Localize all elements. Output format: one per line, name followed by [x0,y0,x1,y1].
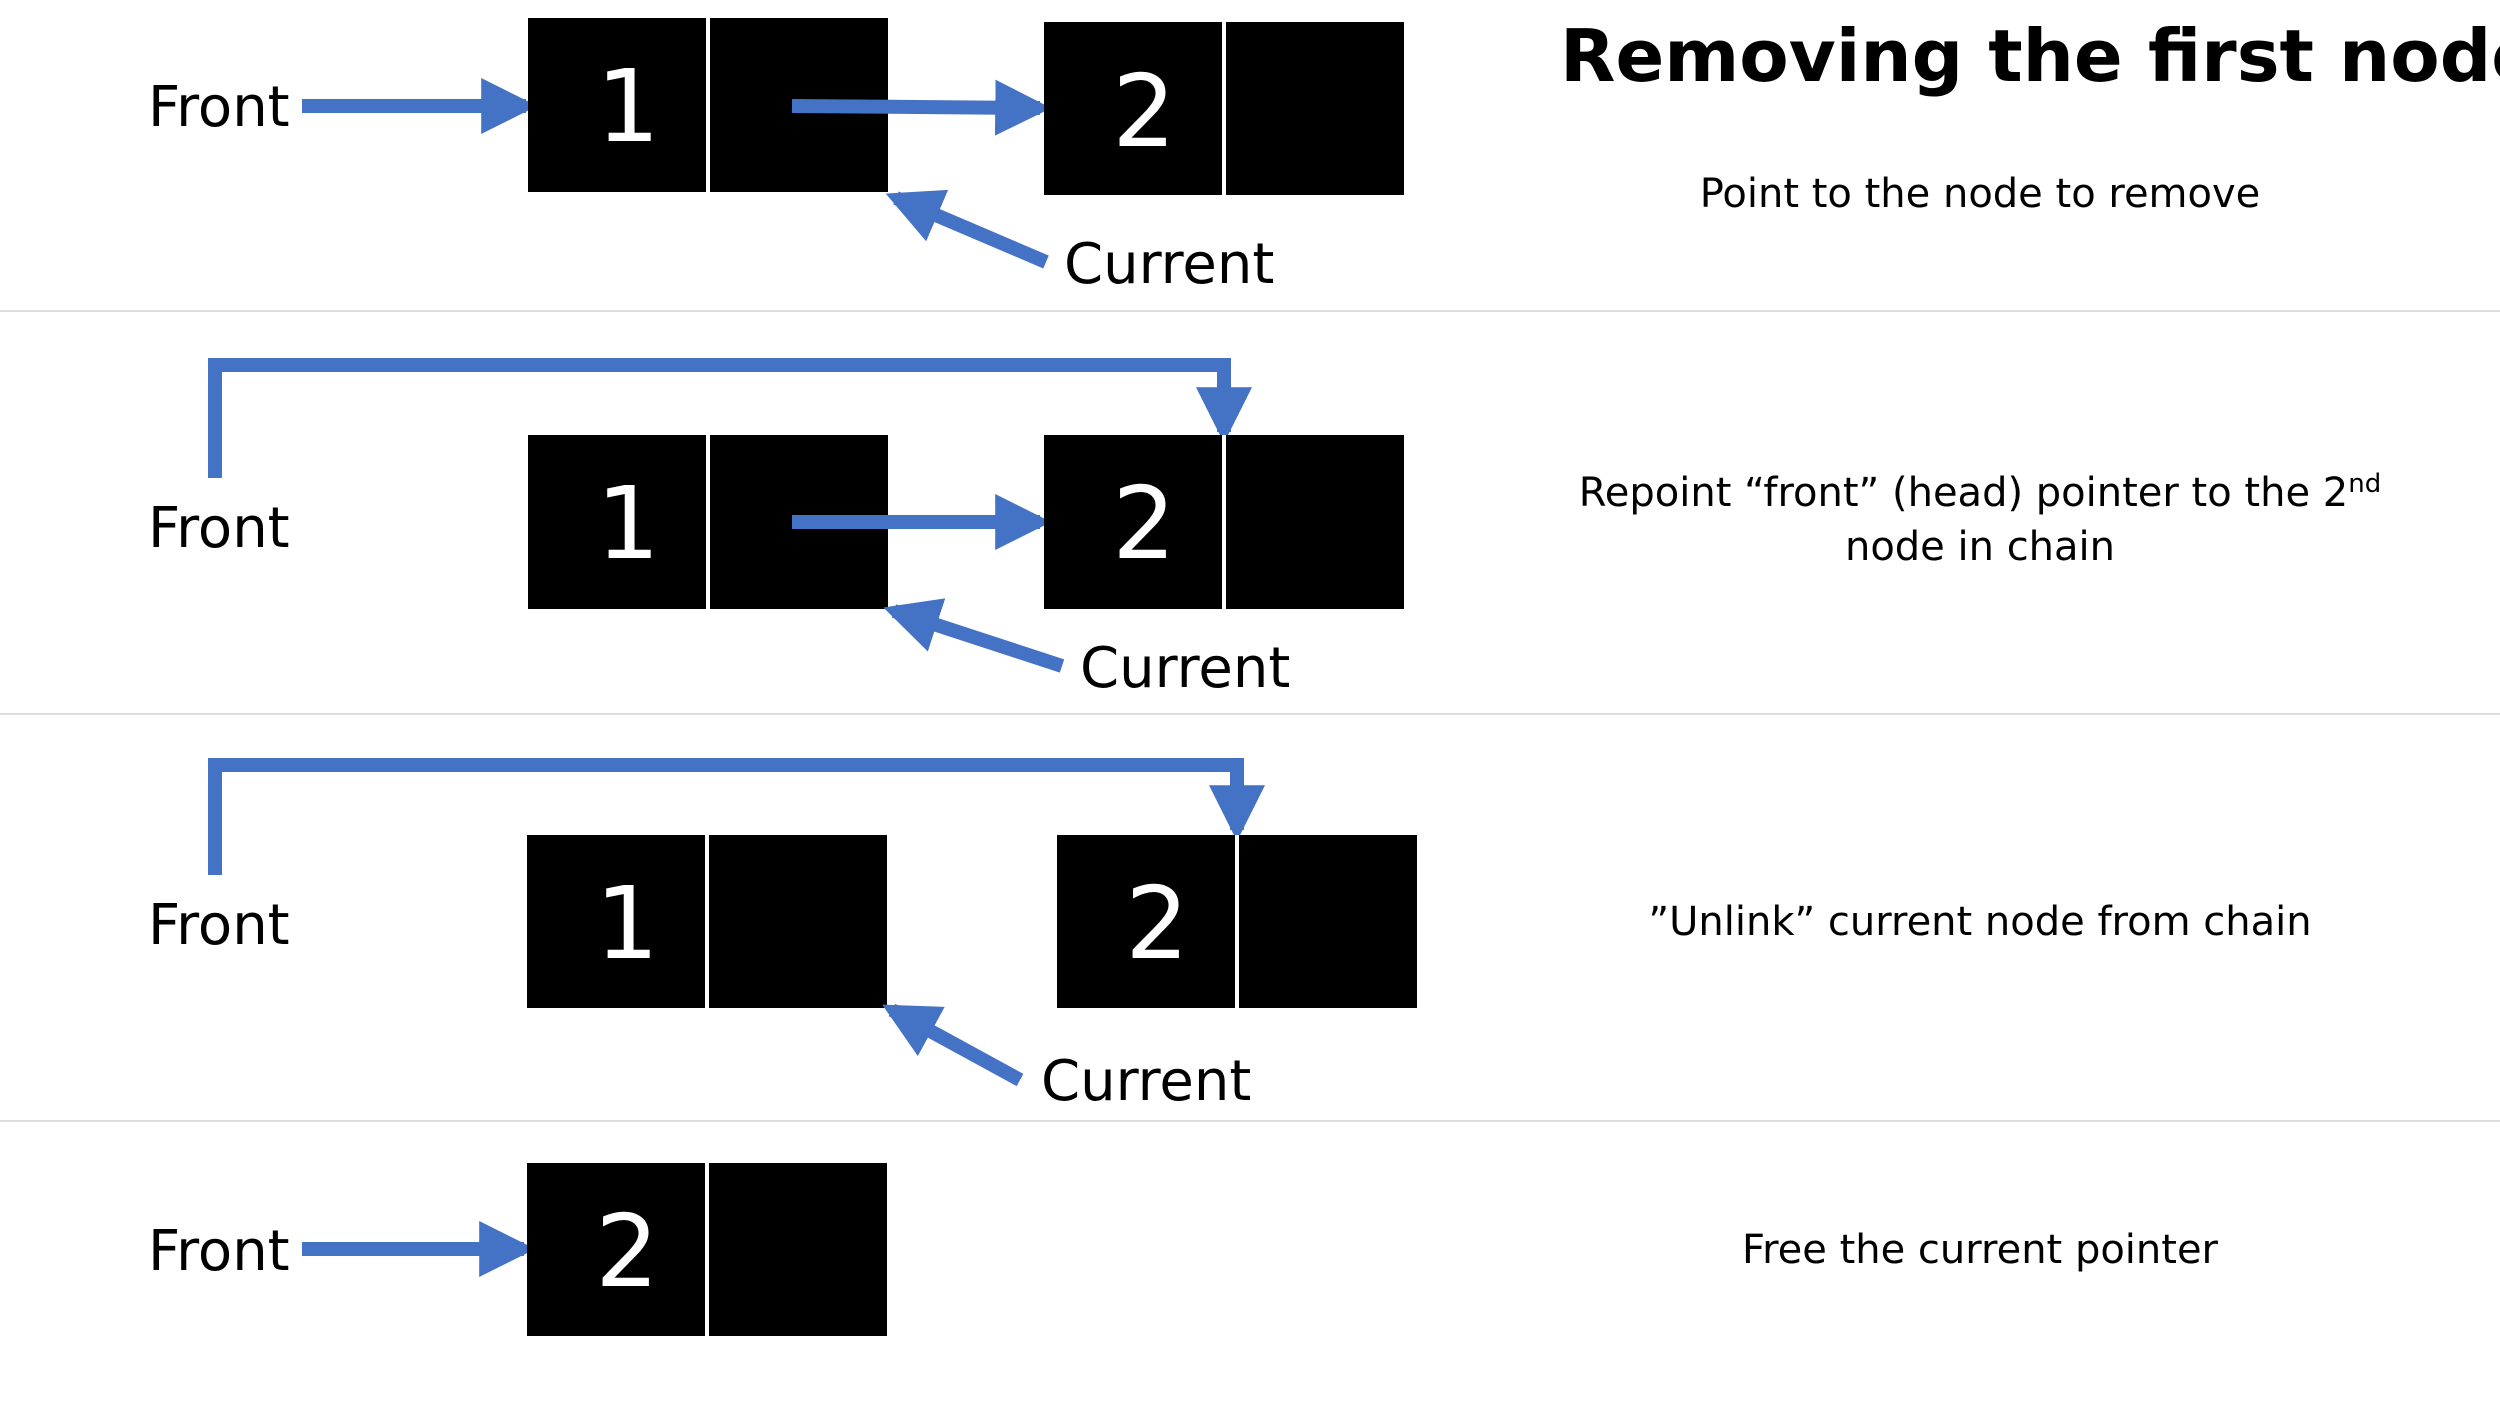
front-pointer-arrow [208,358,1252,478]
front-label: Front [148,75,290,140]
step-2: Front 1 2 Current [148,358,1404,701]
caption-line-2: node in chain [1844,524,2116,570]
node-value: 1 [595,865,659,982]
front-label: Front [148,893,290,958]
front-pointer-arrow [208,758,1265,875]
current-label: Current [1080,636,1290,701]
front-label: Front [148,496,290,561]
node-value: 2 [1112,53,1176,170]
front-label: Front [148,1219,290,1284]
step-4-caption: Free the current pointer [1741,1227,2219,1273]
node-2: 2 [1044,435,1404,609]
node-2: 2 [1057,835,1417,1008]
step-3-caption: ”Unlink” current node from chain [1648,899,2312,945]
diagram-title: Removing the first node [1560,14,2500,98]
step-1: Front 1 2 Current [148,18,1404,297]
next-pointer-arrow [791,79,1052,136]
step-3: Front 1 2 Current [148,758,1417,1114]
current-label: Current [1041,1049,1251,1114]
step-2-caption: Repoint “front” (head) pointer to the 2n… [1500,466,2460,574]
node-2: 2 [1044,22,1404,195]
node-1: 1 [527,835,887,1008]
current-pointer-arrow [882,1003,1024,1087]
step-4: Front 2 [148,1163,887,1336]
current-pointer-arrow [883,598,1065,673]
node-value: 2 [1112,465,1176,582]
node-value: 2 [1125,865,1189,982]
current-pointer-arrow [885,189,1049,269]
node-1: 1 [528,18,888,192]
caption-line-1: Repoint “front” (head) pointer to the 2n… [1578,469,2382,516]
current-label: Current [1064,232,1274,297]
node-value: 1 [596,48,660,165]
node-value: 2 [595,1193,659,1310]
node-value: 1 [596,465,660,582]
node-2: 2 [527,1163,887,1336]
step-1-caption: Point to the node to remove [1699,171,2261,217]
